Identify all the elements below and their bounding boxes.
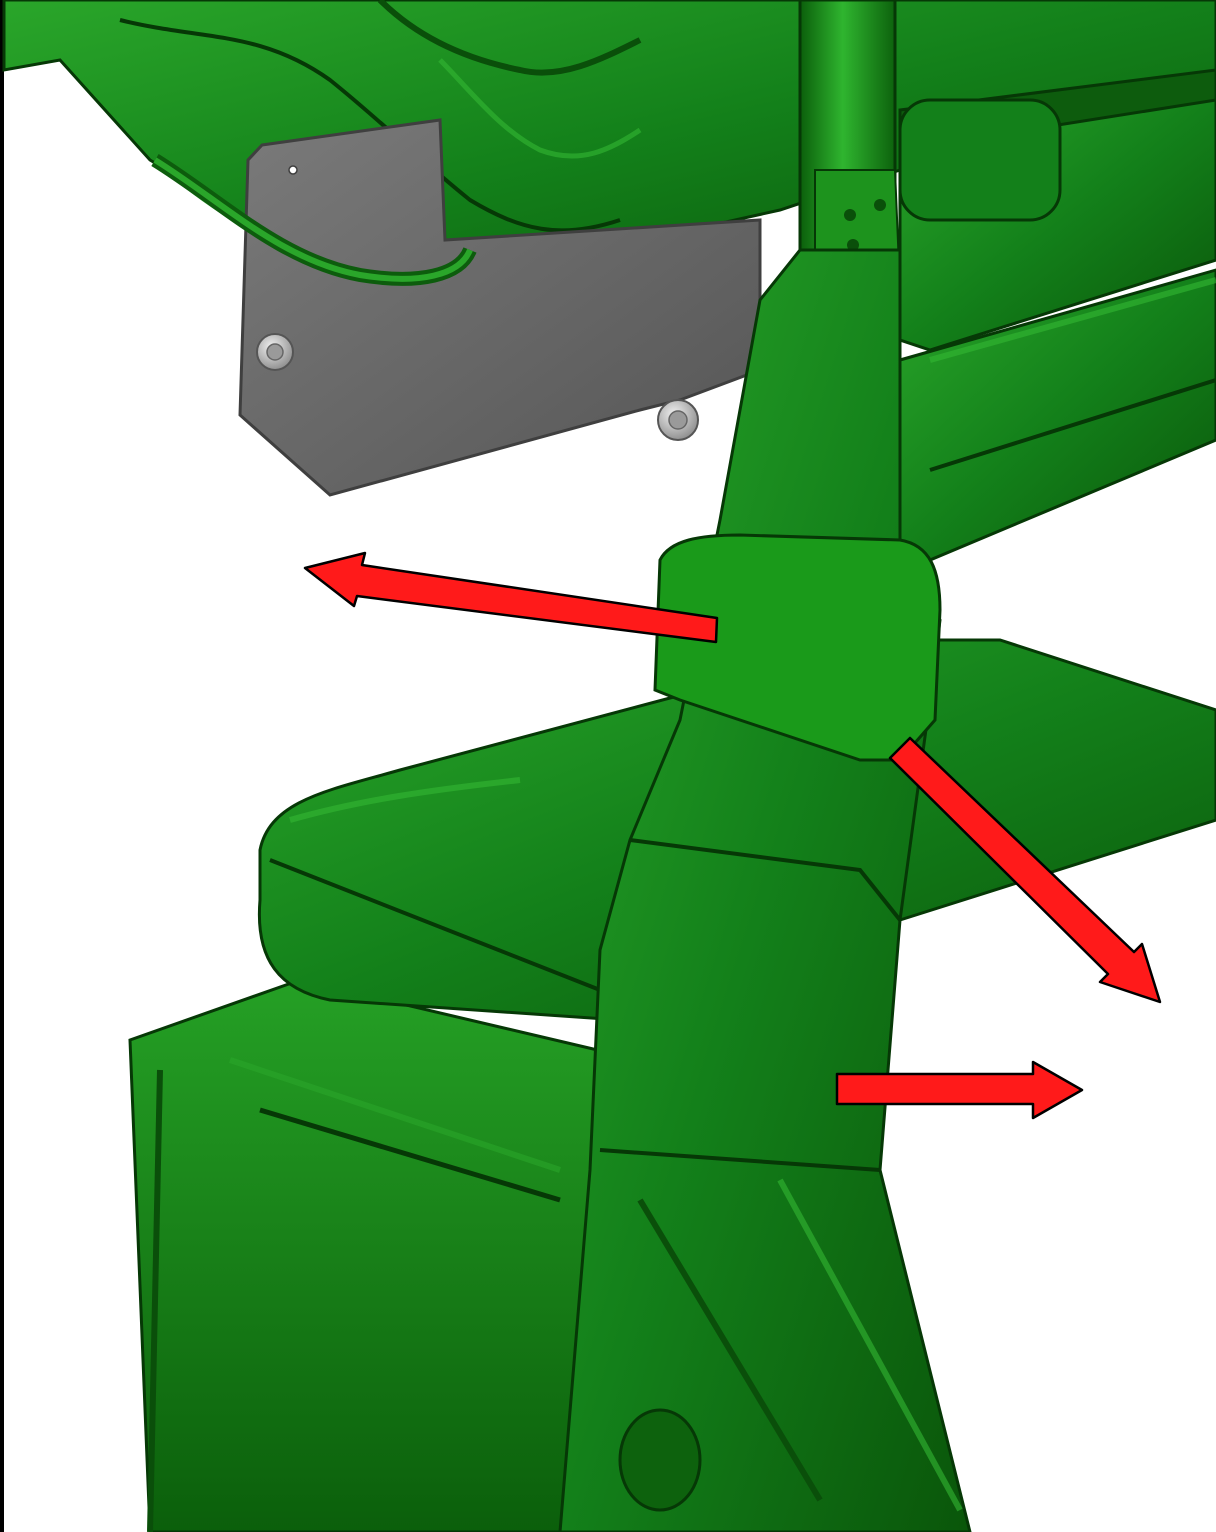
left-border xyxy=(0,0,4,1532)
arrow-left xyxy=(303,551,719,644)
arrow-down-right xyxy=(888,736,1162,1004)
cable-loop-highlight xyxy=(153,157,473,282)
bolt-icon xyxy=(256,333,294,371)
bracket-plate-icon xyxy=(238,118,762,497)
right-upper-beams xyxy=(898,68,1216,562)
bolt-icon xyxy=(657,399,699,441)
arrow-right xyxy=(835,1060,1084,1120)
main-leg xyxy=(558,248,972,1532)
lower-tank xyxy=(128,978,642,1532)
